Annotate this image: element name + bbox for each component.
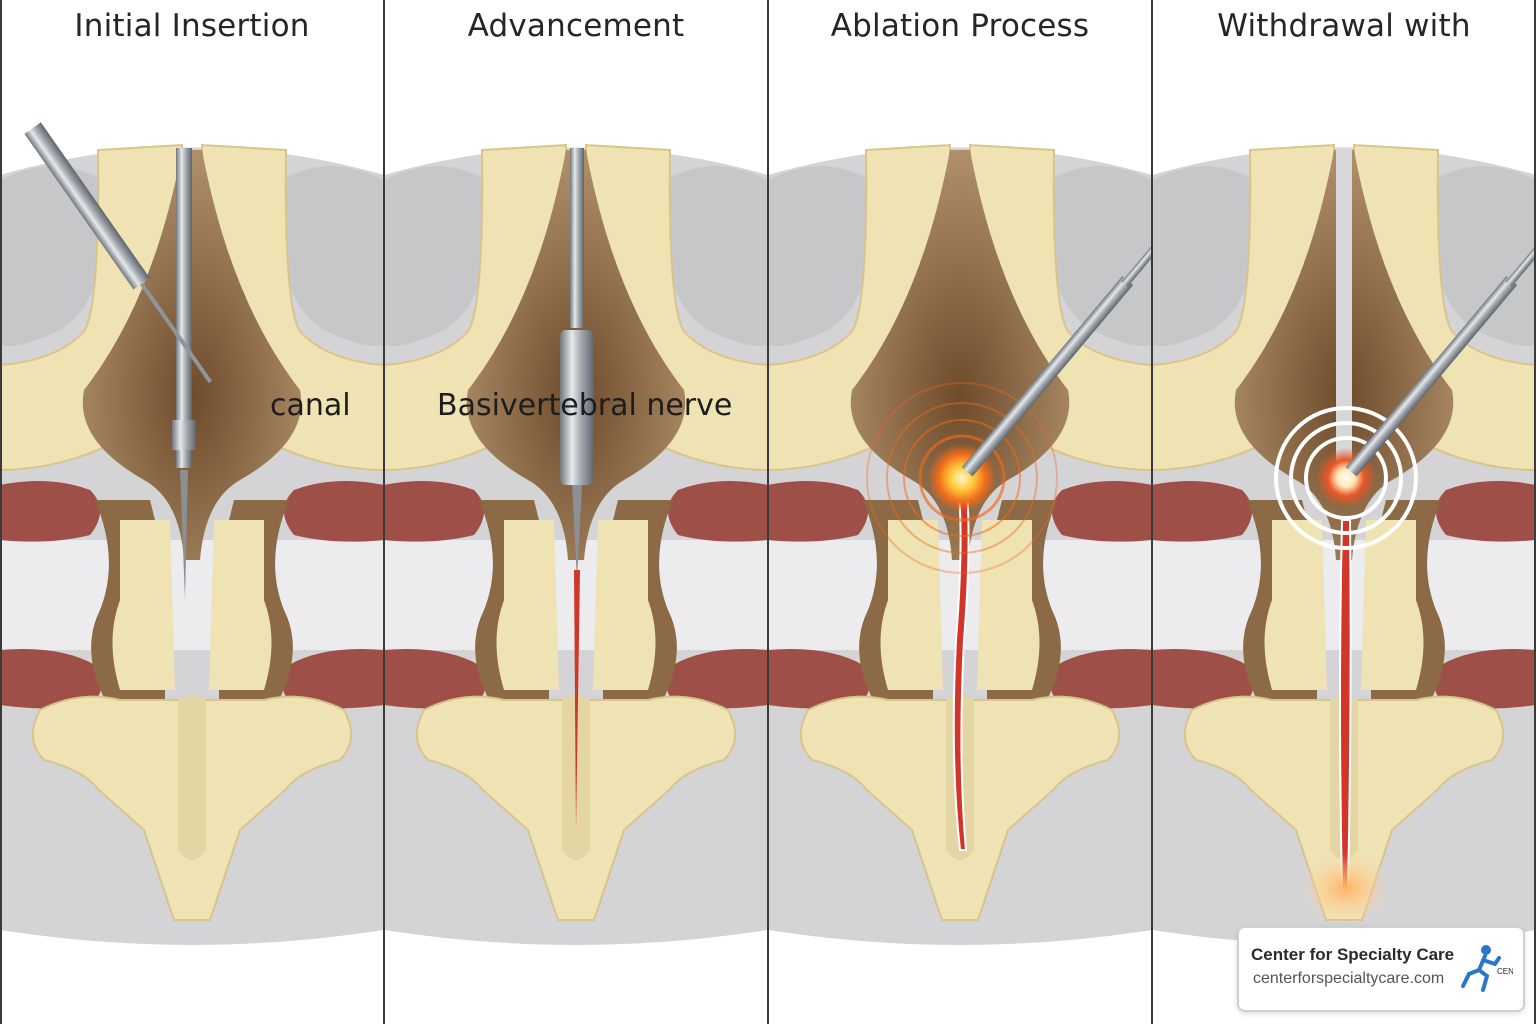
- panel-1-anatomy: [0, 0, 385, 1024]
- canal-label: canal: [270, 388, 351, 423]
- panel-divider: [1534, 0, 1536, 1024]
- ablation-rings: [1274, 406, 1418, 550]
- nerve-path: [952, 479, 970, 851]
- probe-icon: [24, 122, 213, 600]
- nerve-path: [1339, 519, 1352, 891]
- panel-divider: [0, 0, 2, 1024]
- panel-title-advancement: Advancement: [467, 8, 685, 44]
- panel-divider: [767, 0, 769, 1024]
- panel-2-anatomy: [383, 0, 769, 1024]
- probe-icon: [560, 148, 594, 580]
- logo-name: Center for Specialty Care: [1251, 945, 1455, 964]
- panel-3-anatomy: [767, 0, 1176, 1024]
- logo-card[interactable]: Center for Specialty Care centerforspeci…: [1237, 926, 1525, 1012]
- panel-4-anatomy: [1151, 0, 1536, 1024]
- logo-mark-text: CEN: [1497, 967, 1513, 976]
- panel-divider: [1151, 0, 1153, 1024]
- logo-url: centerforspecialtycare.com: [1253, 970, 1445, 987]
- panel-divider: [383, 0, 385, 1024]
- probe-icon: [1345, 224, 1536, 477]
- runner-logo-icon: CEN: [1461, 945, 1513, 992]
- panel-title-ablation-process: Ablation Process: [830, 8, 1090, 44]
- panel-title-withdrawal: Withdrawal with: [1217, 8, 1471, 44]
- basivertebral-nerve-label: Basivertebral nerve: [437, 388, 733, 423]
- nerve-path: [574, 570, 580, 830]
- panel-title-initial-insertion: Initial Insertion: [74, 8, 310, 44]
